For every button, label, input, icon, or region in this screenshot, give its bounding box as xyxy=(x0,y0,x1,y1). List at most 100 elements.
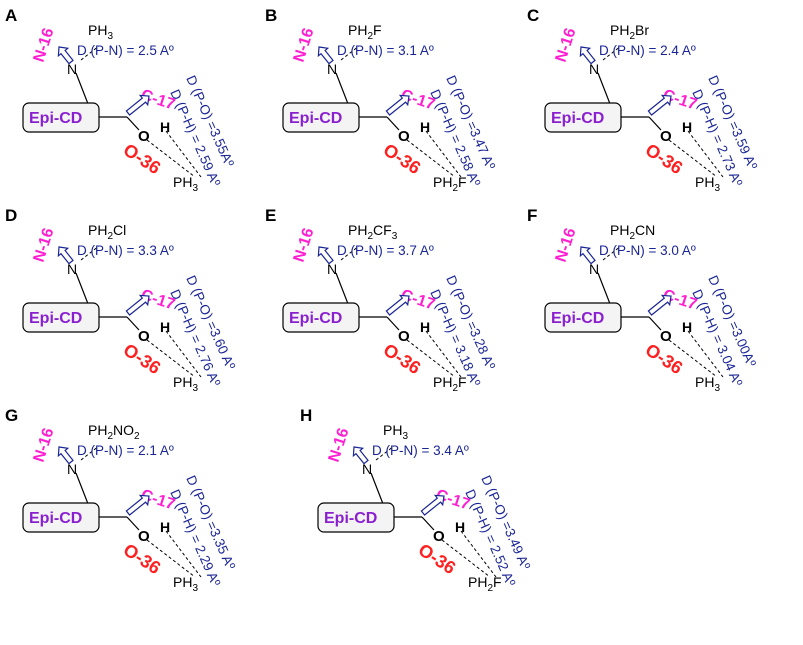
nitrogen-atom: N xyxy=(327,61,337,77)
epi-cd-label: Epi-CD xyxy=(551,310,604,327)
hbond-p-h xyxy=(687,130,724,178)
o36-label: O-36 xyxy=(380,140,424,179)
epi-cd-box xyxy=(22,302,100,333)
hbond-p-o xyxy=(406,139,456,178)
hbond-p-o xyxy=(668,339,718,378)
bond-c-o xyxy=(126,316,140,331)
top-ligand-formula: PH2​F xyxy=(348,22,382,42)
c17-pointer-arrow xyxy=(385,94,410,116)
distance-p-n: D (P-N) = 3.1 Aº xyxy=(337,43,434,58)
bond-c-o xyxy=(126,516,140,531)
nitrogen-atom: N xyxy=(67,461,77,477)
top-ligand-formula: PH2​NO2​ xyxy=(88,422,140,442)
epi-cd-box xyxy=(544,102,622,133)
top-ligand-formula: PH2​CN xyxy=(610,222,655,242)
o36-label: O-36 xyxy=(415,540,459,579)
hydrogen-atom: H xyxy=(160,319,170,335)
c17-pointer-arrow xyxy=(385,294,410,316)
n16-label: N-16 xyxy=(291,26,318,64)
bond-c-o xyxy=(386,116,400,131)
bottom-ligand-formula: PH2​F xyxy=(468,574,502,594)
distance-p-n: D (P-N) = 3.0 Aº xyxy=(599,243,696,258)
hbond-p-o xyxy=(668,139,718,178)
n16-label: N-16 xyxy=(31,426,58,464)
n16-pointer-arrow xyxy=(317,46,334,65)
hbond-p-h xyxy=(425,130,462,178)
panel-letter: H xyxy=(300,406,312,425)
oxygen-atom: O xyxy=(138,528,150,545)
epi-cd-label: Epi-CD xyxy=(551,110,604,127)
c17-pointer-arrow xyxy=(125,294,150,316)
nitrogen-atom: N xyxy=(362,461,372,477)
panel-letter: C xyxy=(527,6,539,25)
bond-c-o xyxy=(648,116,662,131)
n16-pointer-arrow xyxy=(57,246,74,265)
panel-letter: D xyxy=(5,206,17,225)
nitrogen-atom: N xyxy=(589,261,599,277)
nitrogen-atom: N xyxy=(327,261,337,277)
c17-pointer-arrow xyxy=(420,494,445,516)
n16-label: N-16 xyxy=(553,26,580,64)
epi-cd-label: Epi-CD xyxy=(29,510,82,527)
hbond-p-o xyxy=(146,539,196,578)
hbond-p-h xyxy=(687,330,724,378)
hbond-p-o xyxy=(146,139,196,178)
bond-c-o xyxy=(386,316,400,331)
panel-letter: A xyxy=(5,6,17,25)
hbond-p-o xyxy=(406,339,456,378)
hbond-p-n xyxy=(340,45,360,61)
hbond-p-n xyxy=(80,445,100,461)
epi-cd-label: Epi-CD xyxy=(289,110,342,127)
hbond-p-n xyxy=(80,45,100,61)
hydrogen-atom: H xyxy=(682,119,692,135)
top-ligand-formula: PH2​CF3​ xyxy=(348,222,398,242)
distance-p-n: D (P-N) = 3.4 Aº xyxy=(372,443,469,458)
hbond-p-o xyxy=(146,339,196,378)
o36-label: O-36 xyxy=(380,340,424,379)
hydrogen-atom: H xyxy=(682,319,692,335)
c17-pointer-arrow xyxy=(125,494,150,516)
distance-p-n: D (P-N) = 3.7 Aº xyxy=(337,243,434,258)
distance-p-n: D (P-N) = 2.5 Aº xyxy=(77,43,174,58)
nitrogen-atom: N xyxy=(589,61,599,77)
hbond-p-h xyxy=(165,530,202,578)
epi-cd-label: Epi-CD xyxy=(289,310,342,327)
n16-label: N-16 xyxy=(291,226,318,264)
o36-label: O-36 xyxy=(120,340,164,379)
oxygen-atom: O xyxy=(398,128,410,145)
panel-letter: G xyxy=(5,406,18,425)
nitrogen-atom: N xyxy=(67,261,77,277)
oxygen-atom: O xyxy=(660,328,672,345)
oxygen-atom: O xyxy=(660,128,672,145)
epi-cd-box xyxy=(282,102,360,133)
oxygen-atom: O xyxy=(433,528,445,545)
n16-label: N-16 xyxy=(31,26,58,64)
epi-cd-label: Epi-CD xyxy=(29,110,82,127)
c17-pointer-arrow xyxy=(125,94,150,116)
panel-letter: B xyxy=(265,6,277,25)
hbond-p-h xyxy=(165,130,202,178)
top-ligand-formula: PH2​Cl xyxy=(88,222,126,242)
oxygen-atom: O xyxy=(138,128,150,145)
o36-label: O-36 xyxy=(120,540,164,579)
bond-c-o xyxy=(421,516,435,531)
hbond-p-n xyxy=(375,445,395,461)
epi-cd-box xyxy=(282,302,360,333)
n16-label: N-16 xyxy=(326,426,353,464)
oxygen-atom: O xyxy=(398,328,410,345)
hbond-p-o xyxy=(441,539,491,578)
o36-label: O-36 xyxy=(120,140,164,179)
hbond-p-n xyxy=(80,245,100,261)
distance-p-n: D (P-N) = 2.4 Aº xyxy=(599,43,696,58)
n16-pointer-arrow xyxy=(57,446,74,465)
hydrogen-atom: H xyxy=(420,319,430,335)
